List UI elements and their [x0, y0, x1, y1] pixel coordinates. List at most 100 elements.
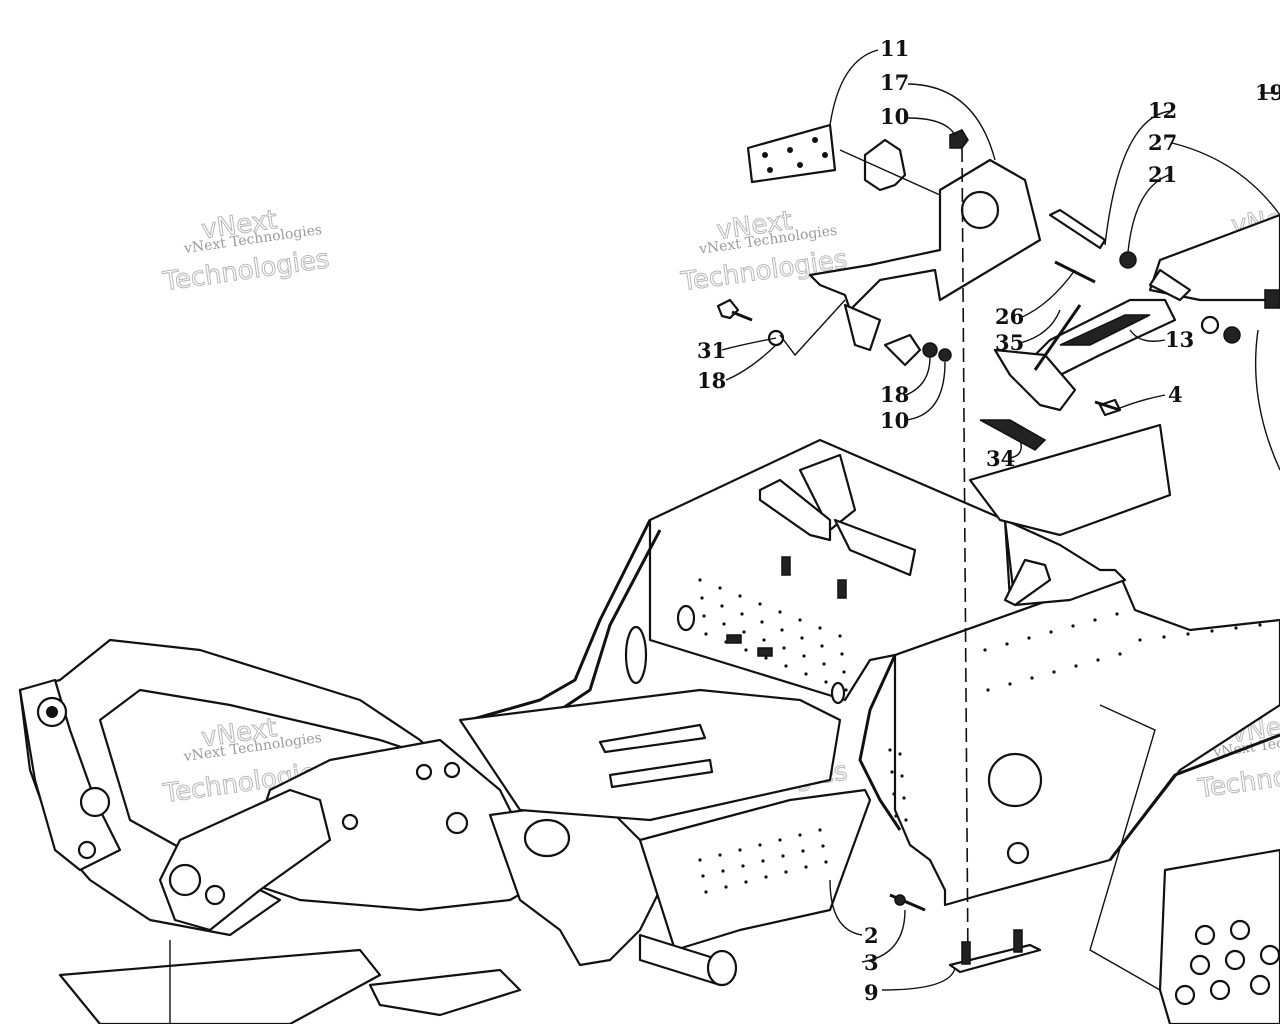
- rivet-dot: [821, 844, 825, 848]
- rivet-dot: [1074, 664, 1078, 668]
- rivet-dot: [898, 752, 902, 756]
- plate-holes: [1174, 919, 1280, 1006]
- callout-13: 13: [1165, 327, 1194, 352]
- rivet-dot: [892, 792, 896, 796]
- callout-31: 31: [697, 338, 726, 363]
- rivet-dot: [762, 638, 766, 642]
- rivet-dot: [801, 849, 805, 853]
- rivet-dot: [718, 853, 722, 857]
- rivet-dot: [986, 688, 990, 692]
- rivet-dot: [820, 644, 824, 648]
- callout-17: 17: [880, 70, 909, 95]
- rivet-dot: [1030, 676, 1034, 680]
- rivet-dot: [744, 648, 748, 652]
- rivet-dot: [1186, 632, 1190, 636]
- rivet-dot: [721, 869, 725, 873]
- part-21-washer[interactable]: [1200, 315, 1241, 344]
- rivet-dot: [802, 654, 806, 658]
- callout-10-bottom: 10: [880, 408, 909, 433]
- rivet-dot: [838, 634, 842, 638]
- rivet-dot: [1096, 658, 1100, 662]
- rivet-dot: [844, 688, 848, 692]
- rivet-dot: [840, 652, 844, 656]
- rivet-dot: [700, 596, 704, 600]
- callout-34: 34: [986, 446, 1015, 471]
- rivet-dot: [784, 664, 788, 668]
- part-31-bolt[interactable]: [716, 298, 785, 347]
- rivet-dot: [902, 796, 906, 800]
- callout-19: 19: [1255, 80, 1280, 105]
- rivet-dot: [888, 748, 892, 752]
- part-34-plate[interactable]: [979, 419, 1047, 451]
- part-4-bolt[interactable]: [1094, 398, 1122, 417]
- callout-26: 26: [995, 304, 1024, 329]
- rivet-dot: [738, 594, 742, 598]
- part-9-studs[interactable]: [948, 929, 1042, 974]
- part-26-pin[interactable]: [1054, 260, 1096, 284]
- rivet-dot: [1008, 682, 1012, 686]
- rivet-dot: [738, 848, 742, 852]
- rivet-dot: [718, 586, 722, 590]
- part-17-bracket[interactable]: [808, 158, 1042, 352]
- rivet-dot: [698, 858, 702, 862]
- part-11-plate[interactable]: [746, 123, 837, 184]
- part-35-lever[interactable]: [993, 304, 1082, 412]
- part-2-3-rivet[interactable]: [889, 893, 926, 912]
- callout-12: 12: [1148, 98, 1177, 123]
- rivet-dot: [1210, 629, 1214, 633]
- rivet-dot: [1071, 624, 1075, 628]
- rivet-dot: [744, 880, 748, 884]
- deck-brackets: [726, 453, 1052, 657]
- rivet-dot: [764, 875, 768, 879]
- rivet-dot: [842, 670, 846, 674]
- rivet-dot: [782, 646, 786, 650]
- callout-labels: 11 17 10 19 12 27 21 26 35 13 4 31 18 18…: [697, 36, 1280, 1005]
- rivet-dot: [758, 843, 762, 847]
- rivet-dot: [1005, 642, 1009, 646]
- rivet-dot: [798, 833, 802, 837]
- part-12-bolt[interactable]: [1048, 208, 1137, 269]
- rivet-dot: [758, 602, 762, 606]
- rivet-dot: [742, 630, 746, 634]
- rivet-dot: [702, 614, 706, 618]
- rivet-dot: [798, 618, 802, 622]
- rivet-dot: [1234, 626, 1238, 630]
- part-27-bracket[interactable]: [1148, 213, 1280, 309]
- rivet-dot: [1258, 623, 1262, 627]
- part-18-10-nut-washer[interactable]: [883, 333, 952, 367]
- rivet-dot: [740, 612, 744, 616]
- rivet-dot: [904, 818, 908, 822]
- rivet-dot: [804, 672, 808, 676]
- rivet-dot: [1138, 638, 1142, 642]
- rivet-dot: [824, 680, 828, 684]
- rivet-dot: [778, 610, 782, 614]
- rivet-dot: [778, 838, 782, 842]
- callout-2: 2: [864, 923, 879, 948]
- assembly-axis-line: [961, 147, 969, 966]
- rivet-dot: [1162, 635, 1166, 639]
- rivet-dot: [1052, 670, 1056, 674]
- rivet-dot: [704, 632, 708, 636]
- chassis-frame: [18, 423, 1280, 1024]
- svg-text:Technologies: Technologies: [1196, 751, 1280, 804]
- rivet-dot: [722, 622, 726, 626]
- callout-27: 27: [1148, 130, 1177, 155]
- leader-lines: [169, 49, 1280, 1024]
- rivet-dot: [704, 890, 708, 894]
- rivet-dots: [698, 578, 1262, 894]
- rivet-dot: [701, 874, 705, 878]
- rivet-dot: [781, 854, 785, 858]
- callout-35: 35: [995, 330, 1024, 355]
- rivet-dot: [894, 814, 898, 818]
- rivet-dot: [764, 656, 768, 660]
- callout-9: 9: [864, 980, 879, 1005]
- rivet-dot: [824, 860, 828, 864]
- rivet-dot: [800, 636, 804, 640]
- rivet-dot: [818, 828, 822, 832]
- rivet-dot: [822, 662, 826, 666]
- callout-4: 4: [1168, 382, 1183, 407]
- callout-10-top: 10: [880, 104, 909, 129]
- part-gasket[interactable]: [839, 138, 941, 196]
- callout-21: 21: [1148, 162, 1177, 187]
